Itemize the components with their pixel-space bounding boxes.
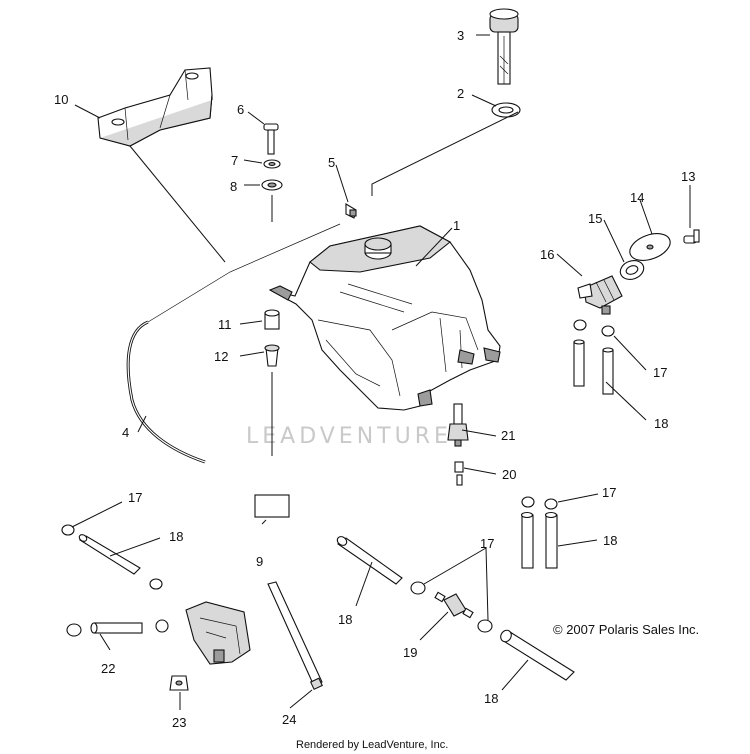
callout-18-a: 18 bbox=[654, 416, 668, 431]
part-17-clamp-right-lower bbox=[521, 496, 558, 510]
part-15-seal-ring bbox=[619, 260, 645, 280]
callout-17-d: 17 bbox=[128, 490, 142, 505]
callout-11: 11 bbox=[218, 317, 232, 332]
callout-18-e: 18 bbox=[484, 691, 498, 706]
part-17-clamp-center bbox=[410, 581, 493, 633]
part-1-fuel-tank bbox=[268, 225, 501, 411]
callout-2: 2 bbox=[457, 86, 464, 101]
leader-lines bbox=[71, 34, 691, 710]
fuel-valve-body bbox=[185, 601, 251, 665]
callout-19: 19 bbox=[403, 645, 417, 660]
part-18-hose-right-upper bbox=[573, 339, 614, 395]
part-13-screw bbox=[683, 229, 700, 244]
part-24-rod bbox=[267, 581, 323, 691]
callout-1: 1 bbox=[453, 218, 460, 233]
part-10-bracket bbox=[97, 67, 213, 147]
callout-24: 24 bbox=[282, 712, 296, 727]
footer-credit: Rendered by LeadVenture, Inc. bbox=[296, 739, 448, 751]
part-18-hose-right-lower bbox=[520, 511, 558, 569]
part-4-vent-hose bbox=[126, 223, 341, 464]
part-14-cover bbox=[629, 233, 671, 261]
part-11-spacer bbox=[264, 309, 280, 330]
callout-labels: 1 2 3 4 5 6 7 8 9 10 11 12 13 14 15 16 1… bbox=[54, 28, 695, 730]
part-18-hose-lower-right bbox=[500, 629, 575, 681]
callout-9: 9 bbox=[256, 554, 263, 569]
part-23-nut bbox=[169, 675, 189, 691]
part-8-washer bbox=[261, 179, 283, 191]
callout-12: 12 bbox=[214, 349, 228, 364]
callout-17-b: 17 bbox=[480, 536, 494, 551]
callout-8: 8 bbox=[230, 179, 237, 194]
part-5-vent-fitting bbox=[345, 203, 357, 219]
callout-22: 22 bbox=[101, 661, 115, 676]
callout-17-c: 17 bbox=[602, 485, 616, 500]
part-9-label bbox=[254, 494, 290, 518]
part-6-bolt bbox=[263, 123, 279, 155]
part-21-fuel-valve bbox=[447, 403, 469, 447]
part-18-hose-left bbox=[78, 534, 141, 575]
part-7-washer bbox=[263, 159, 281, 169]
callout-23: 23 bbox=[172, 715, 186, 730]
part-20-fitting bbox=[454, 461, 464, 486]
callout-5: 5 bbox=[328, 155, 335, 170]
callout-18-b: 18 bbox=[603, 533, 617, 548]
callout-17-a: 17 bbox=[653, 365, 667, 380]
part-2-gasket bbox=[491, 102, 521, 118]
callout-7: 7 bbox=[231, 153, 238, 168]
callout-6: 6 bbox=[237, 102, 244, 117]
callout-20: 20 bbox=[502, 467, 516, 482]
callout-21: 21 bbox=[501, 428, 515, 443]
part-19-fuel-filter bbox=[434, 591, 474, 619]
watermark: LEADVENTURE bbox=[246, 424, 452, 449]
callout-10: 10 bbox=[54, 92, 68, 107]
callout-16: 16 bbox=[540, 247, 554, 262]
part-22-hose bbox=[66, 619, 169, 637]
part-12-nut bbox=[264, 344, 280, 367]
callout-18-d: 18 bbox=[338, 612, 352, 627]
callout-18-c: 18 bbox=[169, 529, 183, 544]
part-16-fuel-pump bbox=[577, 275, 623, 315]
copyright-notice: © 2007 Polaris Sales Inc. bbox=[553, 622, 699, 637]
callout-15: 15 bbox=[588, 211, 602, 226]
part-18-hose-center bbox=[336, 536, 403, 585]
callout-13: 13 bbox=[681, 169, 695, 184]
part-3-fuel-cap bbox=[489, 8, 519, 85]
callout-3: 3 bbox=[457, 28, 464, 43]
part-17-clamp-right-upper bbox=[573, 319, 615, 337]
callout-4: 4 bbox=[122, 425, 129, 440]
part-17-clamp-left bbox=[61, 524, 163, 590]
callout-14: 14 bbox=[630, 190, 644, 205]
